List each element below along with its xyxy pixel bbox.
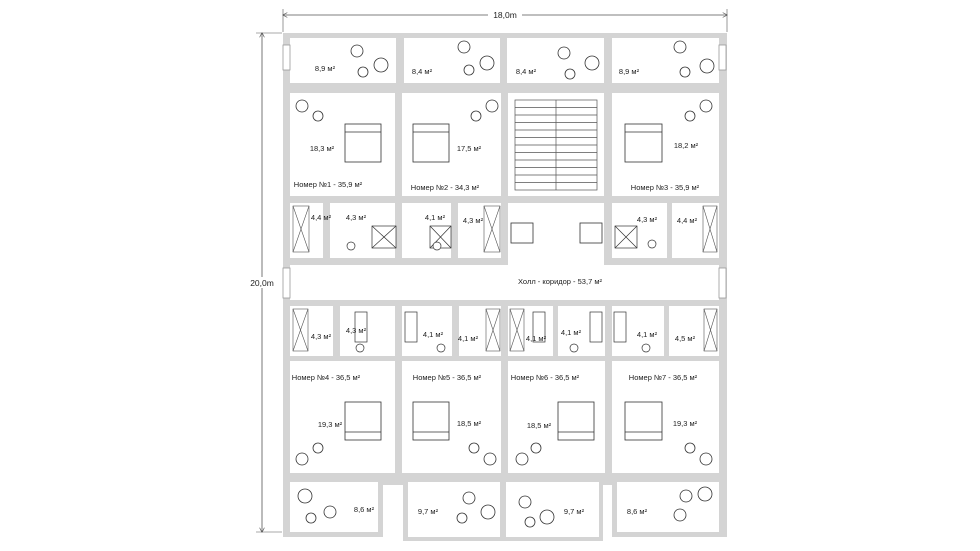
dimension-height: 20,0m [250, 33, 282, 532]
bedroom-1: 18,3 м² [310, 144, 335, 153]
service-top-6: 4,4 м² [677, 216, 698, 225]
balconies-top [290, 38, 719, 83]
width-label: 18,0m [493, 10, 517, 20]
dimension-width: 18,0m [283, 9, 727, 32]
bedroom-6: 18,5 м² [527, 421, 552, 430]
room-label-3: Номер №3 - 35,9 м² [631, 183, 700, 192]
bedroom-2: 17,5 м² [457, 144, 482, 153]
service-top-5: 4,3 м² [637, 215, 658, 224]
bath-fixtures [346, 225, 657, 353]
room-label-6: Номер №6 - 36,5 м² [511, 373, 580, 382]
balcony-top-3: 8,4 м² [516, 67, 537, 76]
service-top-4: 4,3 м² [463, 216, 484, 225]
service-top-3: 4,1 м² [425, 213, 446, 222]
service-bottom-5: 4,1 м² [526, 334, 547, 343]
service-bottom-6: 4,1 м² [561, 328, 582, 337]
balcony-top-4: 8,9 м² [619, 67, 640, 76]
service-top-1: 4,4 м² [311, 213, 332, 222]
corridor-label: Холл - коридор - 53,7 м² [518, 277, 602, 286]
service-bottom-3: 4,1 м² [423, 330, 444, 339]
balcony-bottom-4: 8,6 м² [627, 507, 648, 516]
furniture [295, 40, 715, 528]
service-bottom-2: 4,3 м² [346, 326, 367, 335]
bedroom-7: 19,3 м² [673, 419, 698, 428]
bedroom-5: 18,5 м² [457, 419, 482, 428]
room-label-5: Номер №5 - 36,5 м² [413, 373, 482, 382]
balcony-bottom-3: 9,7 м² [564, 507, 585, 516]
service-bottom-7: 4,1 м² [637, 330, 658, 339]
service-bottom-8: 4,5 м² [675, 334, 696, 343]
balcony-bottom-2: 9,7 м² [418, 507, 439, 516]
service-top-2: 4,3 м² [346, 213, 367, 222]
stairs [514, 99, 598, 191]
height-label: 20,0m [250, 278, 274, 288]
service-bottom-4: 4,1 м² [458, 334, 479, 343]
windows [282, 44, 727, 299]
labels: 8,9 м² 8,4 м² 8,4 м² 8,9 м² 18,3 м² 17,5… [292, 64, 700, 516]
room-label-2: Номер №2 - 34,3 м² [411, 183, 480, 192]
balcony-top-2: 8,4 м² [412, 67, 433, 76]
room-label-7: Номер №7 - 36,5 м² [629, 373, 698, 382]
room-label-4: Номер №4 - 36,5 м² [292, 373, 361, 382]
wardrobes [292, 205, 718, 352]
bedroom-4: 19,3 м² [318, 420, 343, 429]
service-bottom-1: 4,3 м² [311, 332, 332, 341]
balcony-bottom-1: 8,6 м² [354, 505, 375, 514]
bedroom-3: 18,2 м² [674, 141, 699, 150]
room-label-1: Номер №1 - 35,9 м² [294, 180, 363, 189]
balcony-top-1: 8,9 м² [315, 64, 336, 73]
beds [344, 123, 663, 441]
corridor [290, 265, 719, 300]
